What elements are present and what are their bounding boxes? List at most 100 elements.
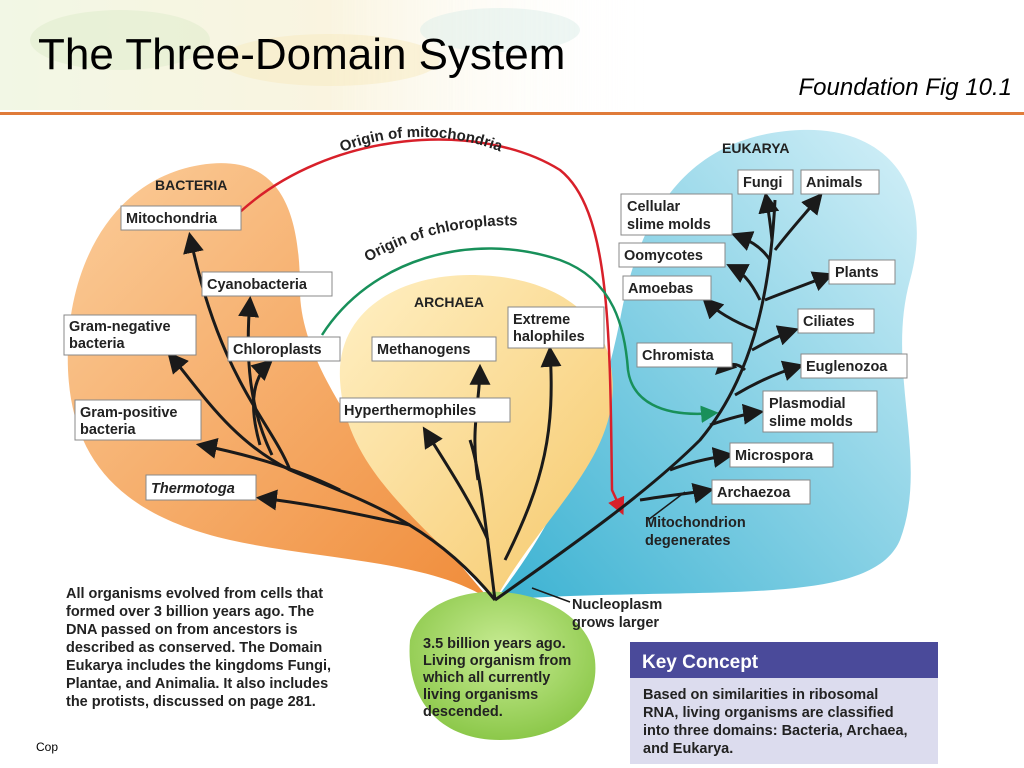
- branch-archaea-trunk: [468, 439, 497, 601]
- description-line-2: formed over 3 billion years ago. The: [66, 604, 314, 620]
- domain-label-eukarya: EUKARYA: [722, 140, 789, 156]
- label-euglenozoa: Euglenozoa: [806, 359, 888, 375]
- key-concept-line-1: Based on similarities in ribosomal: [643, 687, 878, 703]
- label-plasmodial-2: slime molds: [769, 414, 853, 430]
- key-concept-header: [630, 642, 938, 678]
- branch-chloroplasts: [250, 359, 274, 446]
- label-hyperthermophiles: Hyperthermophiles: [344, 403, 476, 419]
- description-paragraph: All organisms evolved from cells that fo…: [66, 586, 331, 710]
- label-box-gram-negative: [63, 314, 197, 356]
- label-box-microspora: [729, 442, 834, 468]
- label-box-cyanobacteria: [201, 271, 333, 297]
- label-archaezoa: Archaezoa: [717, 485, 791, 501]
- label-oomycotes: Oomycotes: [624, 248, 703, 264]
- description-line-3: DNA passed on from ancestors is: [66, 622, 298, 638]
- label-cellular-slime-molds-2: slime molds: [627, 217, 711, 233]
- branch-amoebas: [702, 297, 756, 332]
- label-box-methanogens: [371, 336, 497, 362]
- branch-microspora: [669, 447, 735, 472]
- branch-euglenozoa: [734, 360, 805, 397]
- key-concept-line-4: and Eukarya.: [643, 741, 733, 757]
- label-plasmodial-1: Plasmodial: [769, 396, 846, 412]
- key-concept-body-box: [630, 678, 938, 764]
- origin-region: [409, 591, 596, 740]
- annotation-nucleoplasm-1: Nucleoplasm: [572, 597, 662, 613]
- tree-branches: [167, 191, 834, 602]
- nucleoplasm-pointer: [531, 587, 571, 603]
- description-line-6: Plantae, and Animalia. It also includes: [66, 676, 328, 692]
- slide-subtitle: Foundation Fig 10.1: [798, 74, 1012, 101]
- chloroplast-arc-label: Origin of chloroplasts: [361, 212, 517, 265]
- label-box-ciliates: [797, 308, 875, 334]
- label-box-cellular-slime-molds: [620, 193, 733, 236]
- description-line-4: described as conserved. The Domain: [66, 640, 322, 656]
- label-gram-negative-1: Gram-negative: [69, 319, 171, 335]
- label-cellular-slime-molds-1: Cellular: [627, 199, 681, 215]
- label-chloroplasts: Chloroplasts: [233, 342, 322, 358]
- domain-label-bacteria: BACTERIA: [155, 177, 227, 193]
- annotation-mito-degenerates-1: Mitochondrion: [645, 515, 746, 531]
- label-halophiles-1: Extreme: [513, 312, 570, 328]
- branch-gram-positive: [195, 438, 341, 492]
- mitochondria-arc: [239, 138, 625, 516]
- branch-hyperthermophiles: [422, 426, 490, 541]
- label-gram-positive-1: Gram-positive: [80, 405, 178, 421]
- label-box-amoebas: [622, 275, 712, 301]
- branch-oomycotes: [726, 264, 762, 301]
- label-box-chromista: [636, 342, 733, 368]
- label-chromista: Chromista: [642, 348, 715, 364]
- label-fungi: Fungi: [743, 175, 782, 191]
- branch-cyanobacteria: [238, 295, 274, 456]
- origin-text-4: living organisms: [423, 687, 538, 703]
- branch-ciliates: [751, 325, 799, 352]
- copyright-text: Cop: [36, 740, 59, 754]
- annotation-mito-degenerates-2: degenerates: [645, 533, 730, 549]
- label-box-plants: [828, 259, 896, 285]
- key-concept-heading: Key Concept: [642, 652, 759, 673]
- annotation-nucleoplasm-2: grows larger: [572, 615, 659, 631]
- label-microspora: Microspora: [735, 448, 814, 464]
- header-decoration: [0, 0, 660, 110]
- label-box-halophiles: [507, 306, 605, 349]
- label-box-hyperthermophiles: [339, 397, 511, 423]
- label-cyanobacteria: Cyanobacteria: [207, 277, 308, 293]
- label-box-archaezoa: [711, 479, 811, 505]
- description-line-5: Eukarya includes the kingdoms Fungi,: [66, 658, 331, 674]
- label-box-plasmodial-slime-molds: [762, 390, 878, 433]
- chloroplast-arc: [320, 247, 719, 423]
- slide-title: The Three-Domain System: [38, 30, 566, 79]
- domain-label-archaea: ARCHAEA: [414, 294, 484, 310]
- origin-text-1: 3.5 billion years ago.: [423, 636, 566, 652]
- label-box-oomycotes: [618, 242, 726, 268]
- label-box-thermotoga: [145, 474, 257, 501]
- label-gram-negative-2: bacteria: [69, 336, 126, 352]
- origin-text-2: Living organism from: [423, 653, 571, 669]
- branch-halophiles: [503, 345, 562, 561]
- branch-plasmodial: [709, 403, 765, 427]
- label-box-chloroplasts: [227, 336, 341, 362]
- label-box-fungi: [737, 169, 794, 195]
- description-line-7: the protists, discussed on page 281.: [66, 694, 316, 710]
- branch-plants: [764, 271, 834, 302]
- branch-thermotoga: [255, 489, 411, 527]
- branch-eukarya-trunk: [494, 199, 777, 602]
- branch-cellular-slime: [731, 231, 772, 261]
- label-box-animals: [800, 169, 880, 195]
- mito-degenerates-pointer: [647, 491, 686, 521]
- label-ciliates: Ciliates: [803, 314, 855, 330]
- branch-bacteria-trunk: [289, 468, 497, 601]
- branch-animals: [773, 192, 823, 251]
- key-concept-line-2: RNA, living organisms are classified: [643, 705, 894, 721]
- origin-text-3: which all currently: [422, 670, 550, 686]
- label-thermotoga: Thermotoga: [151, 481, 235, 497]
- key-concept-line-3: into three domains: Bacteria, Archaea,: [643, 723, 908, 739]
- origin-text-5: descended.: [423, 704, 503, 720]
- label-plants: Plants: [835, 265, 879, 281]
- label-mitochondria: Mitochondria: [126, 211, 218, 227]
- label-animals: Animals: [806, 175, 862, 191]
- label-box-euglenozoa: [800, 353, 908, 379]
- description-line-1: All organisms evolved from cells that: [66, 586, 323, 602]
- label-halophiles-2: halophiles: [513, 329, 585, 345]
- branch-fungi: [758, 191, 780, 241]
